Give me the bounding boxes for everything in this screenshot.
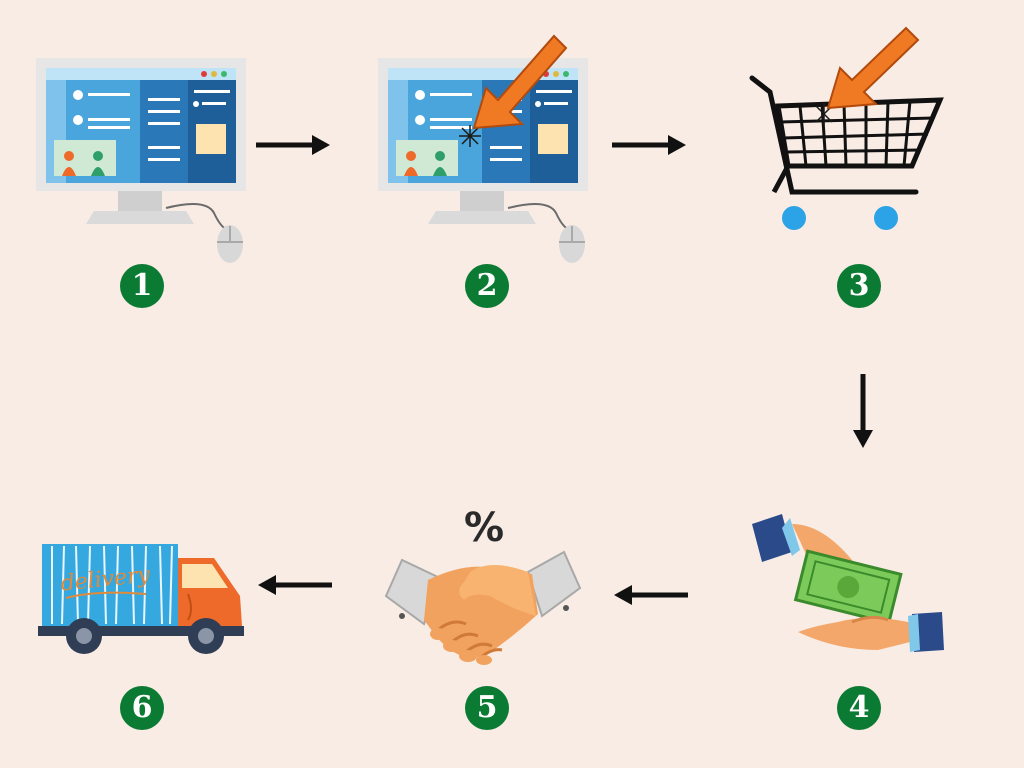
step-4-number-badge: 4 xyxy=(837,686,881,730)
arrow-down-3-to-4 xyxy=(850,374,876,450)
click-burst-icon xyxy=(815,103,833,125)
cursor-arrow-icon xyxy=(826,26,920,110)
computer-icon xyxy=(36,58,246,263)
percent-symbol: % xyxy=(463,505,505,551)
step-5-number-badge: 5 xyxy=(465,686,509,730)
step-6-number-badge: 6 xyxy=(120,686,164,730)
arrow-right-2-to-3 xyxy=(612,132,688,158)
step-5-deal: % xyxy=(380,504,586,670)
computer-click-icon xyxy=(378,34,588,263)
shopping-cart-icon xyxy=(749,26,944,230)
cursor-arrow-icon xyxy=(472,34,568,130)
handshake-icon xyxy=(384,550,582,665)
step-3-add-to-cart xyxy=(748,26,948,236)
step-4-payment xyxy=(748,510,952,666)
arrow-left-4-to-5 xyxy=(612,582,688,608)
step-6-delivery: delivery xyxy=(36,540,248,662)
step-3-number-badge: 3 xyxy=(837,264,881,308)
step-1-number-badge: 1 xyxy=(120,264,164,308)
step-2-select-product xyxy=(378,28,590,268)
step-2-number-badge: 2 xyxy=(465,264,509,308)
banknote-icon xyxy=(793,549,903,625)
delivery-truck-icon: delivery xyxy=(38,544,244,654)
arrow-right-1-to-2 xyxy=(256,132,332,158)
click-burst-icon xyxy=(459,125,481,147)
arrow-left-5-to-6 xyxy=(256,572,332,598)
money-payment-icon xyxy=(752,514,944,652)
step-1-browse-computer xyxy=(36,58,248,268)
